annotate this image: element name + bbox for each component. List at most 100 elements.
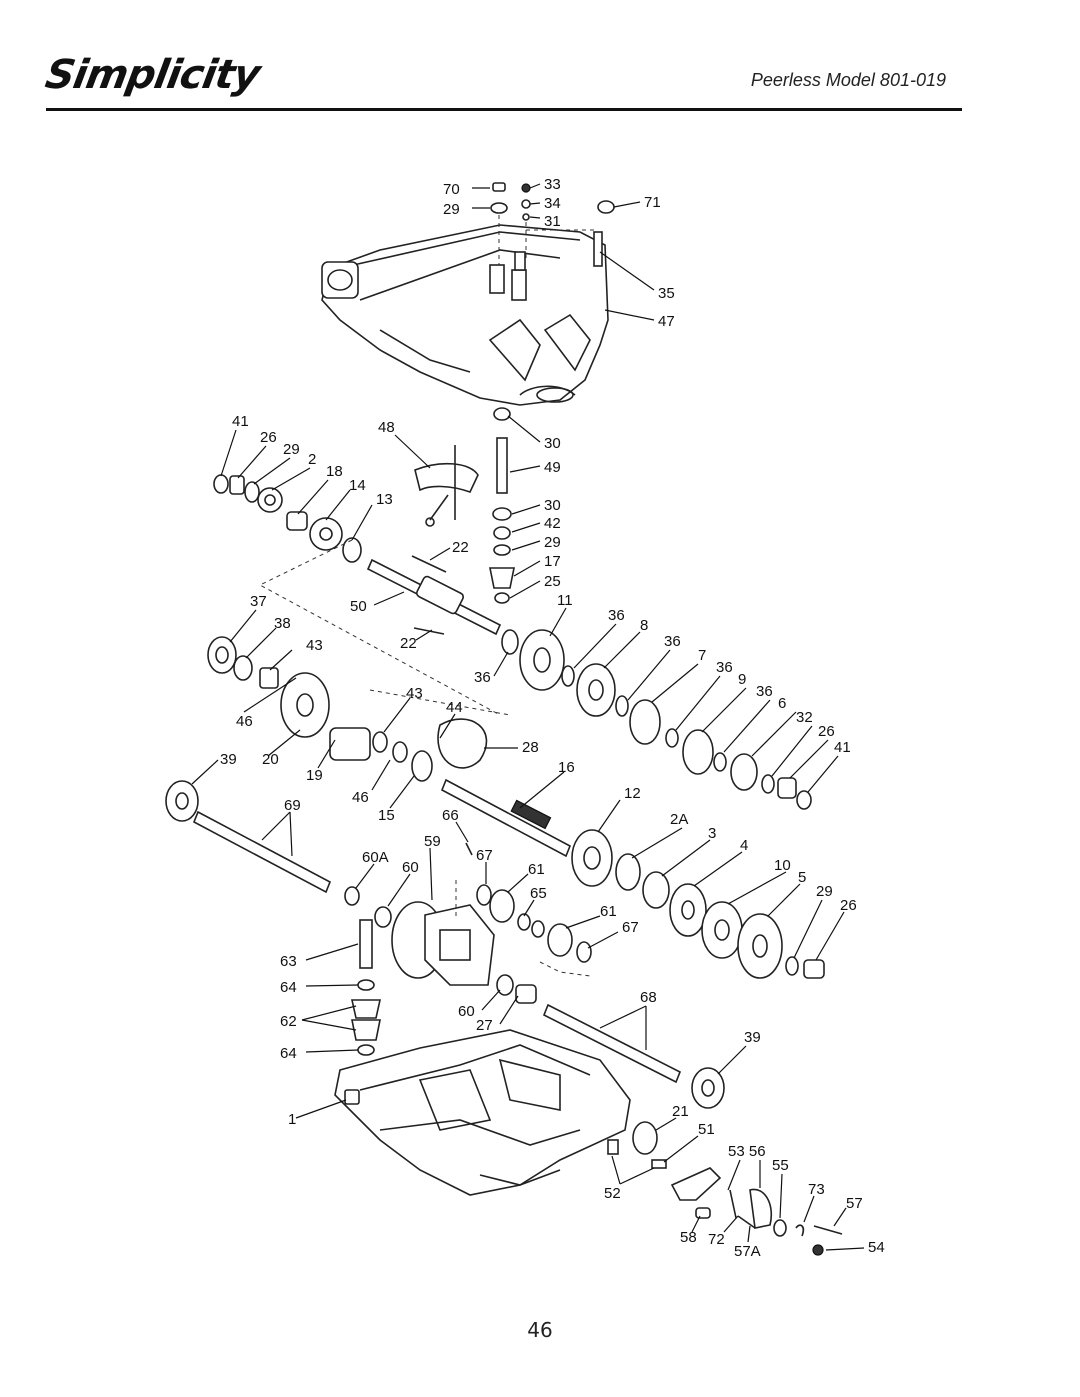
callout-label: 42 <box>544 515 561 532</box>
callout-label: 11 <box>557 592 573 609</box>
callout-label: 71 <box>644 194 661 211</box>
differential-assembly <box>374 842 592 986</box>
callout-label: 37 <box>250 593 267 610</box>
callout-label: 73 <box>808 1181 825 1198</box>
callout-label: 34 <box>544 195 561 212</box>
callout-label: 29 <box>544 534 561 551</box>
callout-label: 22 <box>452 539 469 556</box>
pinion-column <box>351 919 381 1056</box>
callout-label: 36 <box>474 669 491 686</box>
callout-label: 17 <box>544 553 561 570</box>
callout-label: 67 <box>476 847 493 864</box>
callout-label: 26 <box>818 723 835 740</box>
left-upper-shaft-parts <box>213 474 362 563</box>
callout-label: 29 <box>283 441 300 458</box>
callout-label: 19 <box>306 767 323 784</box>
page-number: 46 <box>527 1318 553 1342</box>
callout-label: 66 <box>442 807 459 824</box>
callout-label: 2 <box>308 451 316 468</box>
callout-label: 29 <box>443 201 460 218</box>
callout-label: 32 <box>796 709 813 726</box>
callout-label: 64 <box>280 1045 297 1062</box>
model-title: Peerless Model 801-019 <box>750 70 946 90</box>
left-lower-gear-group <box>207 636 488 782</box>
callout-label: 36 <box>756 683 773 700</box>
header-rule <box>46 108 962 111</box>
callout-label: 6 <box>778 695 786 712</box>
callout-label: 47 <box>658 313 675 330</box>
callout-label: 60 <box>458 1003 475 1020</box>
callout-label: 57 <box>846 1195 863 1212</box>
gear-row-lower <box>615 853 825 979</box>
leader-lines <box>191 183 865 1251</box>
shift-linkage-parts <box>607 1121 843 1256</box>
callout-label: 60A <box>362 849 389 866</box>
callout-label: 50 <box>350 598 367 615</box>
callout-label: 36 <box>664 633 681 650</box>
callout-label: 48 <box>378 419 395 436</box>
callout-label: 46 <box>236 713 253 730</box>
shifter-fork-part <box>414 445 479 527</box>
callout-label: 57A <box>734 1243 761 1260</box>
callout-label: 22 <box>400 635 417 652</box>
callout-label: 14 <box>349 477 366 494</box>
callout-label: 30 <box>544 497 561 514</box>
callout-label: 59 <box>424 833 441 850</box>
callout-label: 68 <box>640 989 657 1006</box>
callout-label: 8 <box>640 617 648 634</box>
callout-label: 26 <box>840 897 857 914</box>
callout-label: 31 <box>544 213 561 230</box>
callout-label: 3 <box>708 825 716 842</box>
callout-labels: 70 33 29 34 31 71 35 47 41 26 29 2 18 14… <box>220 176 885 1260</box>
callout-label: 39 <box>220 751 237 768</box>
callout-label: 21 <box>672 1103 689 1120</box>
callout-label: 36 <box>608 607 625 624</box>
callout-label: 43 <box>406 685 423 702</box>
callout-label: 43 <box>306 637 323 654</box>
main-shaft-50 <box>366 558 502 636</box>
callout-label: 41 <box>232 413 249 430</box>
shaft-49-column <box>489 407 515 604</box>
callout-label: 30 <box>544 435 561 452</box>
callout-label: 20 <box>262 751 279 768</box>
callout-label: 4 <box>740 837 748 854</box>
callout-label: 63 <box>280 953 297 970</box>
callout-label: 51 <box>698 1121 715 1138</box>
callout-label: 12 <box>624 785 641 802</box>
lower-housing-part <box>334 1029 631 1196</box>
callout-label: 33 <box>544 176 561 193</box>
callout-label: 29 <box>816 883 833 900</box>
callout-label: 18 <box>326 463 343 480</box>
callout-label: 1 <box>288 1111 296 1128</box>
callout-label: 25 <box>544 573 561 590</box>
callout-label: 72 <box>708 1231 725 1248</box>
callout-label: 44 <box>446 699 463 716</box>
callout-label: 36 <box>716 659 733 676</box>
callout-label: 55 <box>772 1157 789 1174</box>
callout-label: 62 <box>280 1013 297 1030</box>
callout-label: 67 <box>622 919 639 936</box>
callout-label: 64 <box>280 979 297 996</box>
callout-label: 49 <box>544 459 561 476</box>
top-small-parts <box>490 182 615 267</box>
callout-label: 7 <box>698 647 706 664</box>
callout-label: 53 56 <box>728 1143 766 1160</box>
callout-label: 60 <box>402 859 419 876</box>
callout-label: 27 <box>476 1017 493 1034</box>
callout-label: 2A <box>670 811 688 828</box>
callout-label: 69 <box>284 797 301 814</box>
axle-68-group <box>496 974 725 1109</box>
callout-label: 39 <box>744 1029 761 1046</box>
callout-label: 9 <box>738 671 746 688</box>
callout-label: 28 <box>522 739 539 756</box>
shaft-16-and-gear-12 <box>440 778 613 887</box>
callout-label: 58 <box>680 1229 697 1246</box>
callout-label: 41 <box>834 739 851 756</box>
axle-69-and-bearing <box>165 780 360 906</box>
callout-label: 70 <box>443 181 460 198</box>
callout-label: 13 <box>376 491 393 508</box>
upper-housing-part <box>321 224 609 406</box>
key-22-parts <box>411 555 447 635</box>
callout-label: 61 <box>600 903 617 920</box>
